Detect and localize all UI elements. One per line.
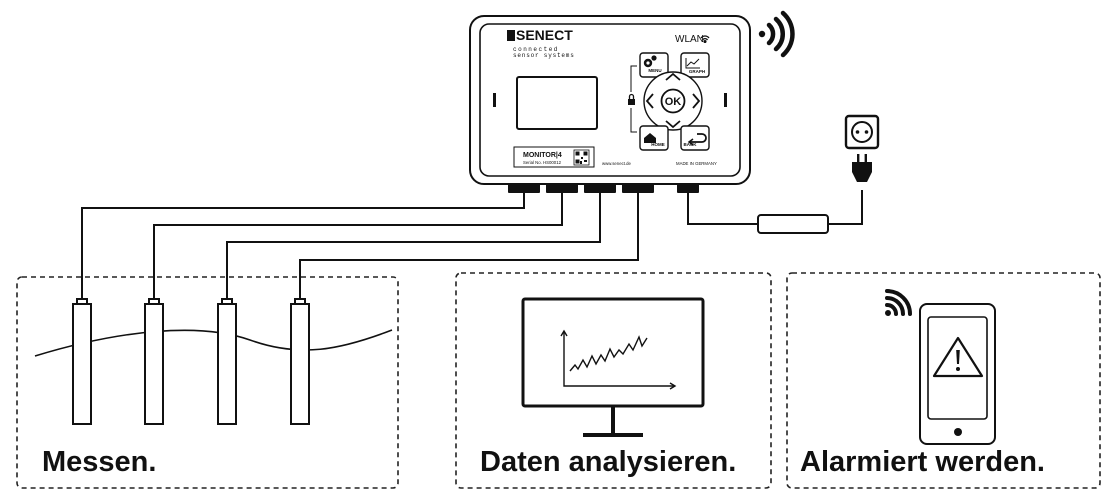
ok-button[interactable]: OK bbox=[660, 88, 686, 114]
wlan-icon bbox=[700, 35, 710, 44]
svg-text:MONITOR|4: MONITOR|4 bbox=[523, 152, 562, 159]
svg-text:connected: connected bbox=[513, 46, 559, 53]
svg-text:GRAPH: GRAPH bbox=[689, 69, 705, 74]
back-button[interactable]: BACK bbox=[680, 125, 710, 151]
measure-section bbox=[16, 276, 399, 489]
svg-text:SENECT: SENECT bbox=[516, 27, 573, 43]
svg-text:BACK: BACK bbox=[684, 142, 698, 147]
warning-triangle-icon bbox=[932, 336, 984, 378]
ground-line bbox=[34, 329, 393, 357]
line-chart-icon bbox=[560, 329, 677, 390]
home-button[interactable]: HOME bbox=[639, 125, 669, 151]
svg-text:MENU: MENU bbox=[648, 68, 661, 73]
wlan-label: WLAN bbox=[675, 34, 704, 45]
arrow-right-button[interactable] bbox=[692, 93, 701, 109]
arrow-down-button[interactable] bbox=[665, 120, 681, 129]
menu-button[interactable]: MENU bbox=[639, 52, 669, 78]
alarm-caption: Alarmiert werden. bbox=[800, 446, 1045, 478]
home-icon bbox=[644, 133, 656, 143]
svg-text:Serial No. HS00012: Serial No. HS00012 bbox=[523, 160, 562, 165]
brand-logo: SENECT connected sensor systems bbox=[507, 27, 575, 59]
label-plate: MONITOR|4 Serial No. HS00012 bbox=[513, 146, 595, 168]
svg-text:HOME: HOME bbox=[651, 142, 665, 147]
lock-icon bbox=[628, 93, 635, 105]
power-cable bbox=[687, 190, 863, 234]
arrow-up-button[interactable] bbox=[665, 72, 681, 81]
measure-caption: Messen. bbox=[42, 446, 157, 478]
sensor-probes bbox=[72, 298, 310, 425]
svg-text:sensor systems: sensor systems bbox=[513, 52, 575, 59]
arrow-left-button[interactable] bbox=[645, 93, 654, 109]
power-plug-icon bbox=[852, 154, 872, 182]
analyze-caption: Daten analysieren. bbox=[480, 446, 737, 478]
lcd-display bbox=[516, 76, 598, 130]
computer-monitor-icon bbox=[521, 297, 705, 437]
monitor-device: SENECT connected sensor systems WLAN MEN… bbox=[469, 15, 751, 193]
navigation-pad: OK bbox=[643, 71, 703, 131]
analyze-section bbox=[455, 272, 772, 489]
website-label: www.senect.de bbox=[602, 161, 632, 166]
back-arrow-icon bbox=[690, 133, 707, 143]
qr-code-icon bbox=[573, 149, 590, 166]
svg-text:OK: OK bbox=[665, 96, 682, 108]
sensor-probe bbox=[290, 298, 310, 425]
sensor-probe bbox=[144, 298, 164, 425]
wifi-broadcast-icon bbox=[758, 10, 795, 58]
sensor-probe bbox=[217, 298, 237, 425]
sensor-probe bbox=[72, 298, 92, 425]
power-socket-icon bbox=[844, 114, 880, 150]
alarm-section bbox=[786, 272, 1101, 489]
sensor-cables bbox=[81, 193, 639, 302]
phone-signal-icon bbox=[885, 289, 912, 316]
connector-ports bbox=[508, 184, 699, 193]
made-in-label: MADE IN GERMANY bbox=[676, 161, 717, 166]
graph-button[interactable]: GRAPH bbox=[680, 52, 710, 78]
